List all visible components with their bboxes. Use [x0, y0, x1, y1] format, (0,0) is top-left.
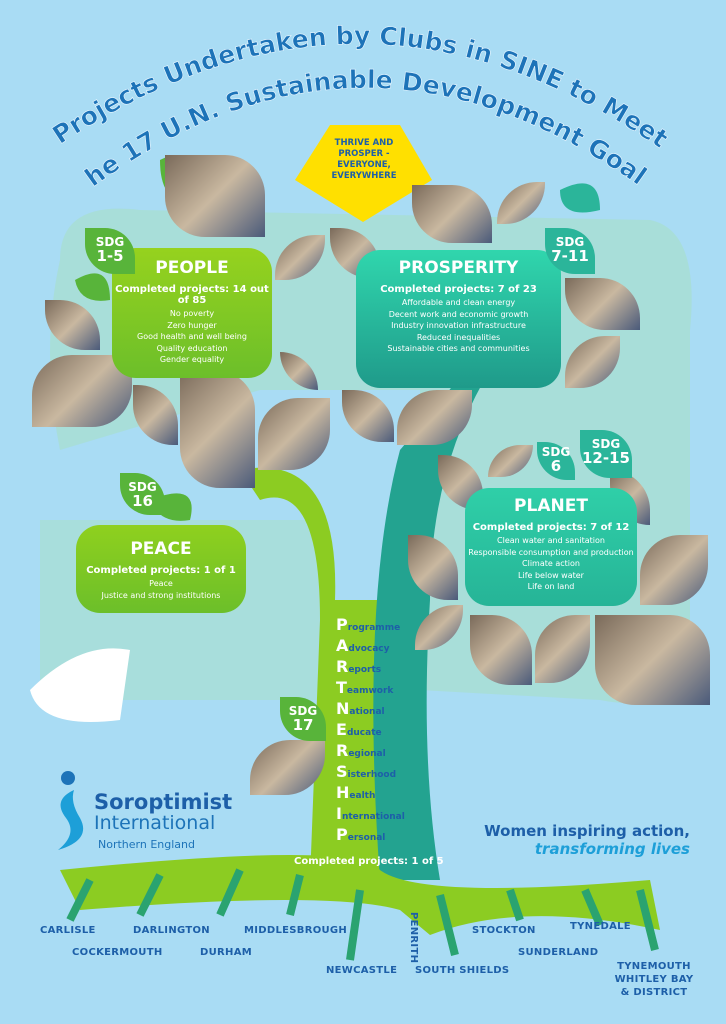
town-label: TYNEMOUTH WHITLEY BAY & DISTRICT — [614, 961, 694, 998]
goal: Justice and strong institutions — [101, 590, 221, 600]
acrostic-line: Teamwork — [336, 678, 394, 697]
town-label: SUNDERLAND — [518, 947, 599, 958]
peace-title: PEACE — [130, 539, 192, 559]
acrostic-line: Educate — [336, 720, 382, 739]
goal: Gender equality — [159, 355, 225, 364]
goal: Climate action — [522, 559, 580, 568]
planet-box: PLANET Completed projects: 7 of 12 Clean… — [465, 488, 637, 606]
town-label: PENRITH — [408, 912, 419, 964]
prosperity-box: PROSPERITY Completed projects: 7 of 23 A… — [356, 250, 561, 388]
acrostic-line: Reports — [336, 657, 382, 676]
logo-mark-icon — [58, 771, 84, 850]
goal: Reduced inequalities — [416, 332, 501, 342]
tagline-line-2: transforming lives — [534, 840, 690, 858]
acrostic-line: Advocacy — [336, 636, 390, 655]
goal: Life below water — [518, 570, 584, 580]
logo-name: Soroptimist — [94, 790, 233, 814]
planet-title: PLANET — [514, 496, 588, 516]
goal: Industry innovation infrastructure — [391, 321, 526, 330]
goal: Peace — [149, 579, 173, 588]
goal: Zero hunger — [167, 320, 217, 330]
goal: Decent work and economic growth — [388, 309, 529, 319]
people-completed: Completed projects: 14 out of 85 — [115, 284, 269, 306]
banner-text: THRIVE AND PROSPER - EVERYONE, EVERYWHER… — [331, 138, 397, 181]
acrostic-line: International — [336, 804, 405, 823]
acrostic-line: National — [336, 699, 385, 718]
partnership-completed: Completed projects: 1 of 5 — [294, 856, 444, 867]
acrostic-line: Health — [336, 783, 376, 802]
goal: Quality education — [156, 343, 228, 353]
town-label: STOCKTON — [472, 925, 536, 936]
photo — [165, 155, 265, 237]
prosperity-title: PROSPERITY — [398, 258, 519, 278]
prosperity-completed: Completed projects: 7 of 23 — [380, 284, 537, 295]
town-label: CARLISLE — [40, 925, 96, 936]
logo-region: Northern England — [98, 838, 195, 851]
partnership-acrostic: Programme Advocacy Reports Teamwork Nati… — [336, 614, 405, 845]
town-label: MIDDLESBROUGH — [244, 925, 348, 936]
photo — [595, 615, 710, 705]
tagline-line-1: Women inspiring action, — [484, 822, 690, 840]
tagline: Women inspiring action, transforming liv… — [484, 822, 690, 858]
goal: No poverty — [169, 309, 215, 318]
acrostic-line: Programme — [336, 615, 401, 634]
goal: Clean water and sanitation — [497, 536, 605, 545]
goal: Good health and well being — [137, 332, 247, 341]
goal: Life on land — [527, 582, 575, 591]
photo — [258, 398, 330, 470]
town-label: SOUTH SHIELDS — [415, 965, 510, 976]
people-title: PEOPLE — [155, 258, 229, 278]
acrostic-line: Regional — [336, 741, 386, 760]
goal: Affordable and clean energy — [401, 298, 516, 307]
town-label: NEWCASTLE — [326, 965, 398, 976]
peace-completed: Completed projects: 1 of 1 — [86, 565, 236, 576]
acrostic-line: Personal — [336, 825, 386, 844]
town-label: TYNEDALE — [570, 921, 631, 932]
acrostic-line: Sisterhood — [336, 762, 397, 781]
goal: Sustainable cities and communities — [387, 344, 530, 353]
photo — [180, 370, 255, 488]
goal: Responsible consumption and production — [468, 547, 634, 557]
town-label: COCKERMOUTH — [72, 947, 163, 958]
town-label: DURHAM — [200, 947, 252, 958]
photo — [412, 185, 492, 243]
planet-completed: Completed projects: 7 of 12 — [472, 522, 630, 533]
logo-name-2: International — [94, 812, 216, 834]
soroptimist-logo: Soroptimist International Northern Engla… — [52, 770, 242, 855]
people-box: PEOPLE Completed projects: 14 out of 85 … — [112, 248, 272, 378]
town-label: DARLINGTON — [133, 925, 210, 936]
